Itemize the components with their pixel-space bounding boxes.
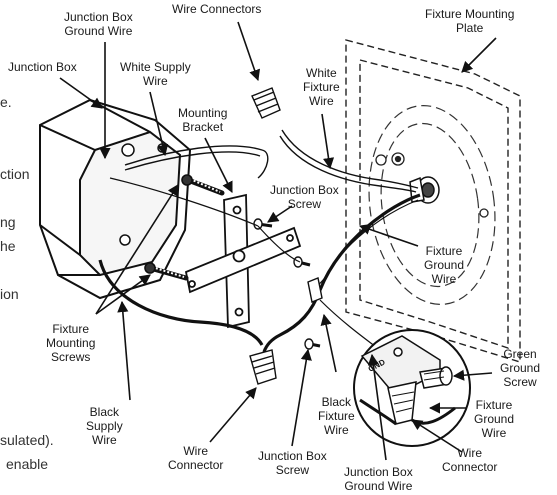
label-line: Fixture Mounting: [425, 7, 515, 21]
junction-box-ground-wire: [109, 177, 301, 263]
label-line: Fixture: [475, 398, 513, 412]
label-fixture-ground-wire-inset: Fixture Ground Wire: [474, 398, 514, 440]
label-line: Connector: [442, 460, 498, 474]
label-black-fixture-wire: Black Fixture Wire: [318, 395, 355, 437]
wire-connector-bottom: [249, 349, 277, 385]
black-supply-wire: [98, 259, 264, 346]
label-line: Fixture: [52, 322, 90, 336]
junction-box: [39, 98, 192, 300]
white-fixture-wire: [279, 129, 419, 193]
label-line: White: [306, 66, 337, 80]
label-line: Ground: [500, 361, 541, 375]
label-wire-connector-inset: Wire Connector: [442, 446, 497, 474]
label-line: Mounting: [178, 106, 228, 120]
side-text-fragment: ction: [0, 166, 30, 182]
fixture-mounting-plate-curves: [368, 104, 496, 306]
label-line: Screw: [503, 375, 537, 389]
label-line: Screws: [51, 350, 91, 364]
label-line: Wire: [309, 94, 334, 108]
side-text-fragment: he: [0, 238, 16, 254]
label-line: Junction Box: [344, 465, 413, 479]
label-wire-connectors-top: Wire Connectors: [172, 2, 262, 16]
label-line: Junction Box: [64, 10, 133, 24]
label-line: Junction Box: [258, 449, 327, 463]
label-line: White Supply: [120, 60, 191, 74]
fixture-mounting-screws: [144, 174, 225, 281]
label-line: Fixture: [425, 244, 463, 258]
label-junction-box-ground-wire-bottom: Junction Box Ground Wire: [344, 465, 413, 493]
label-fixture-mounting-plate: Fixture Mounting Plate: [425, 7, 514, 35]
fixture-grommet: [409, 176, 440, 204]
label-black-supply-wire: Black Supply Wire: [86, 405, 123, 447]
side-text-fragment: sulated).: [0, 432, 54, 448]
label-white-fixture-wire: White Fixture Wire: [303, 66, 340, 108]
mounting-bracket: [184, 193, 302, 329]
label-line: Screw: [275, 463, 310, 477]
fixture-mounting-plate: [345, 39, 521, 363]
label-line: Ground Wire: [344, 479, 413, 493]
label-junction-box-ground-wire-top: Junction Box Ground Wire: [64, 10, 133, 38]
black-fixture-wire: [262, 193, 421, 353]
label-line: Wire: [457, 446, 483, 460]
side-text-fragment: e.: [0, 94, 12, 110]
label-line: Junction Box: [270, 183, 339, 197]
label-line: Green: [503, 347, 537, 361]
side-text-fragment: ng: [0, 214, 16, 230]
inset-detail: GND: [353, 329, 471, 447]
label-line: Wire: [481, 426, 507, 440]
label-line: Wire: [92, 433, 117, 447]
label-line: Wire: [143, 74, 168, 88]
label-line: Ground: [424, 258, 465, 272]
label-junction-box: Junction Box: [8, 60, 77, 74]
label-junction-box-screw-upper: Junction Box Screw: [270, 183, 339, 211]
label-fixture-ground-wire-mid: Fixture Ground Wire: [424, 244, 464, 286]
label-line: Plate: [456, 21, 484, 35]
label-line: Wire: [183, 444, 209, 458]
side-text-fragment: ion: [0, 286, 19, 302]
label-line: Ground: [474, 412, 515, 426]
leader-lines: [59, 21, 497, 461]
label-line: Ground Wire: [64, 24, 133, 38]
label-white-supply-wire: White Supply Wire: [120, 60, 191, 88]
wire-connector-top: [251, 87, 281, 119]
label-line: Wire: [324, 423, 349, 437]
label-green-ground-screw: Green Ground Screw: [500, 347, 540, 389]
plate-holes: [375, 152, 489, 218]
label-wire-connector-bottom: Wire Connector: [168, 444, 223, 472]
label-line: Mounting: [46, 336, 96, 350]
junction-box-screws: [253, 218, 321, 350]
fixture-ground-wire: [314, 199, 419, 351]
label-line: Fixture: [318, 409, 355, 423]
label-junction-box-screw-lower: Junction Box Screw: [258, 449, 327, 477]
label-line: Screw: [287, 197, 322, 211]
label-line: Bracket: [182, 120, 224, 134]
label-line: Wire: [431, 272, 457, 286]
label-line: Black: [321, 395, 352, 409]
wire-connector-ground: [307, 277, 323, 303]
label-fixture-mounting-screws: Fixture Mounting Screws: [46, 322, 95, 364]
side-text-fragment: enable: [6, 456, 49, 472]
label-line: Supply: [86, 419, 123, 433]
label-mounting-bracket: Mounting Bracket: [178, 106, 227, 134]
label-line: Connector: [168, 458, 224, 472]
label-line: Fixture: [303, 80, 340, 94]
label-line: Black: [89, 405, 120, 419]
